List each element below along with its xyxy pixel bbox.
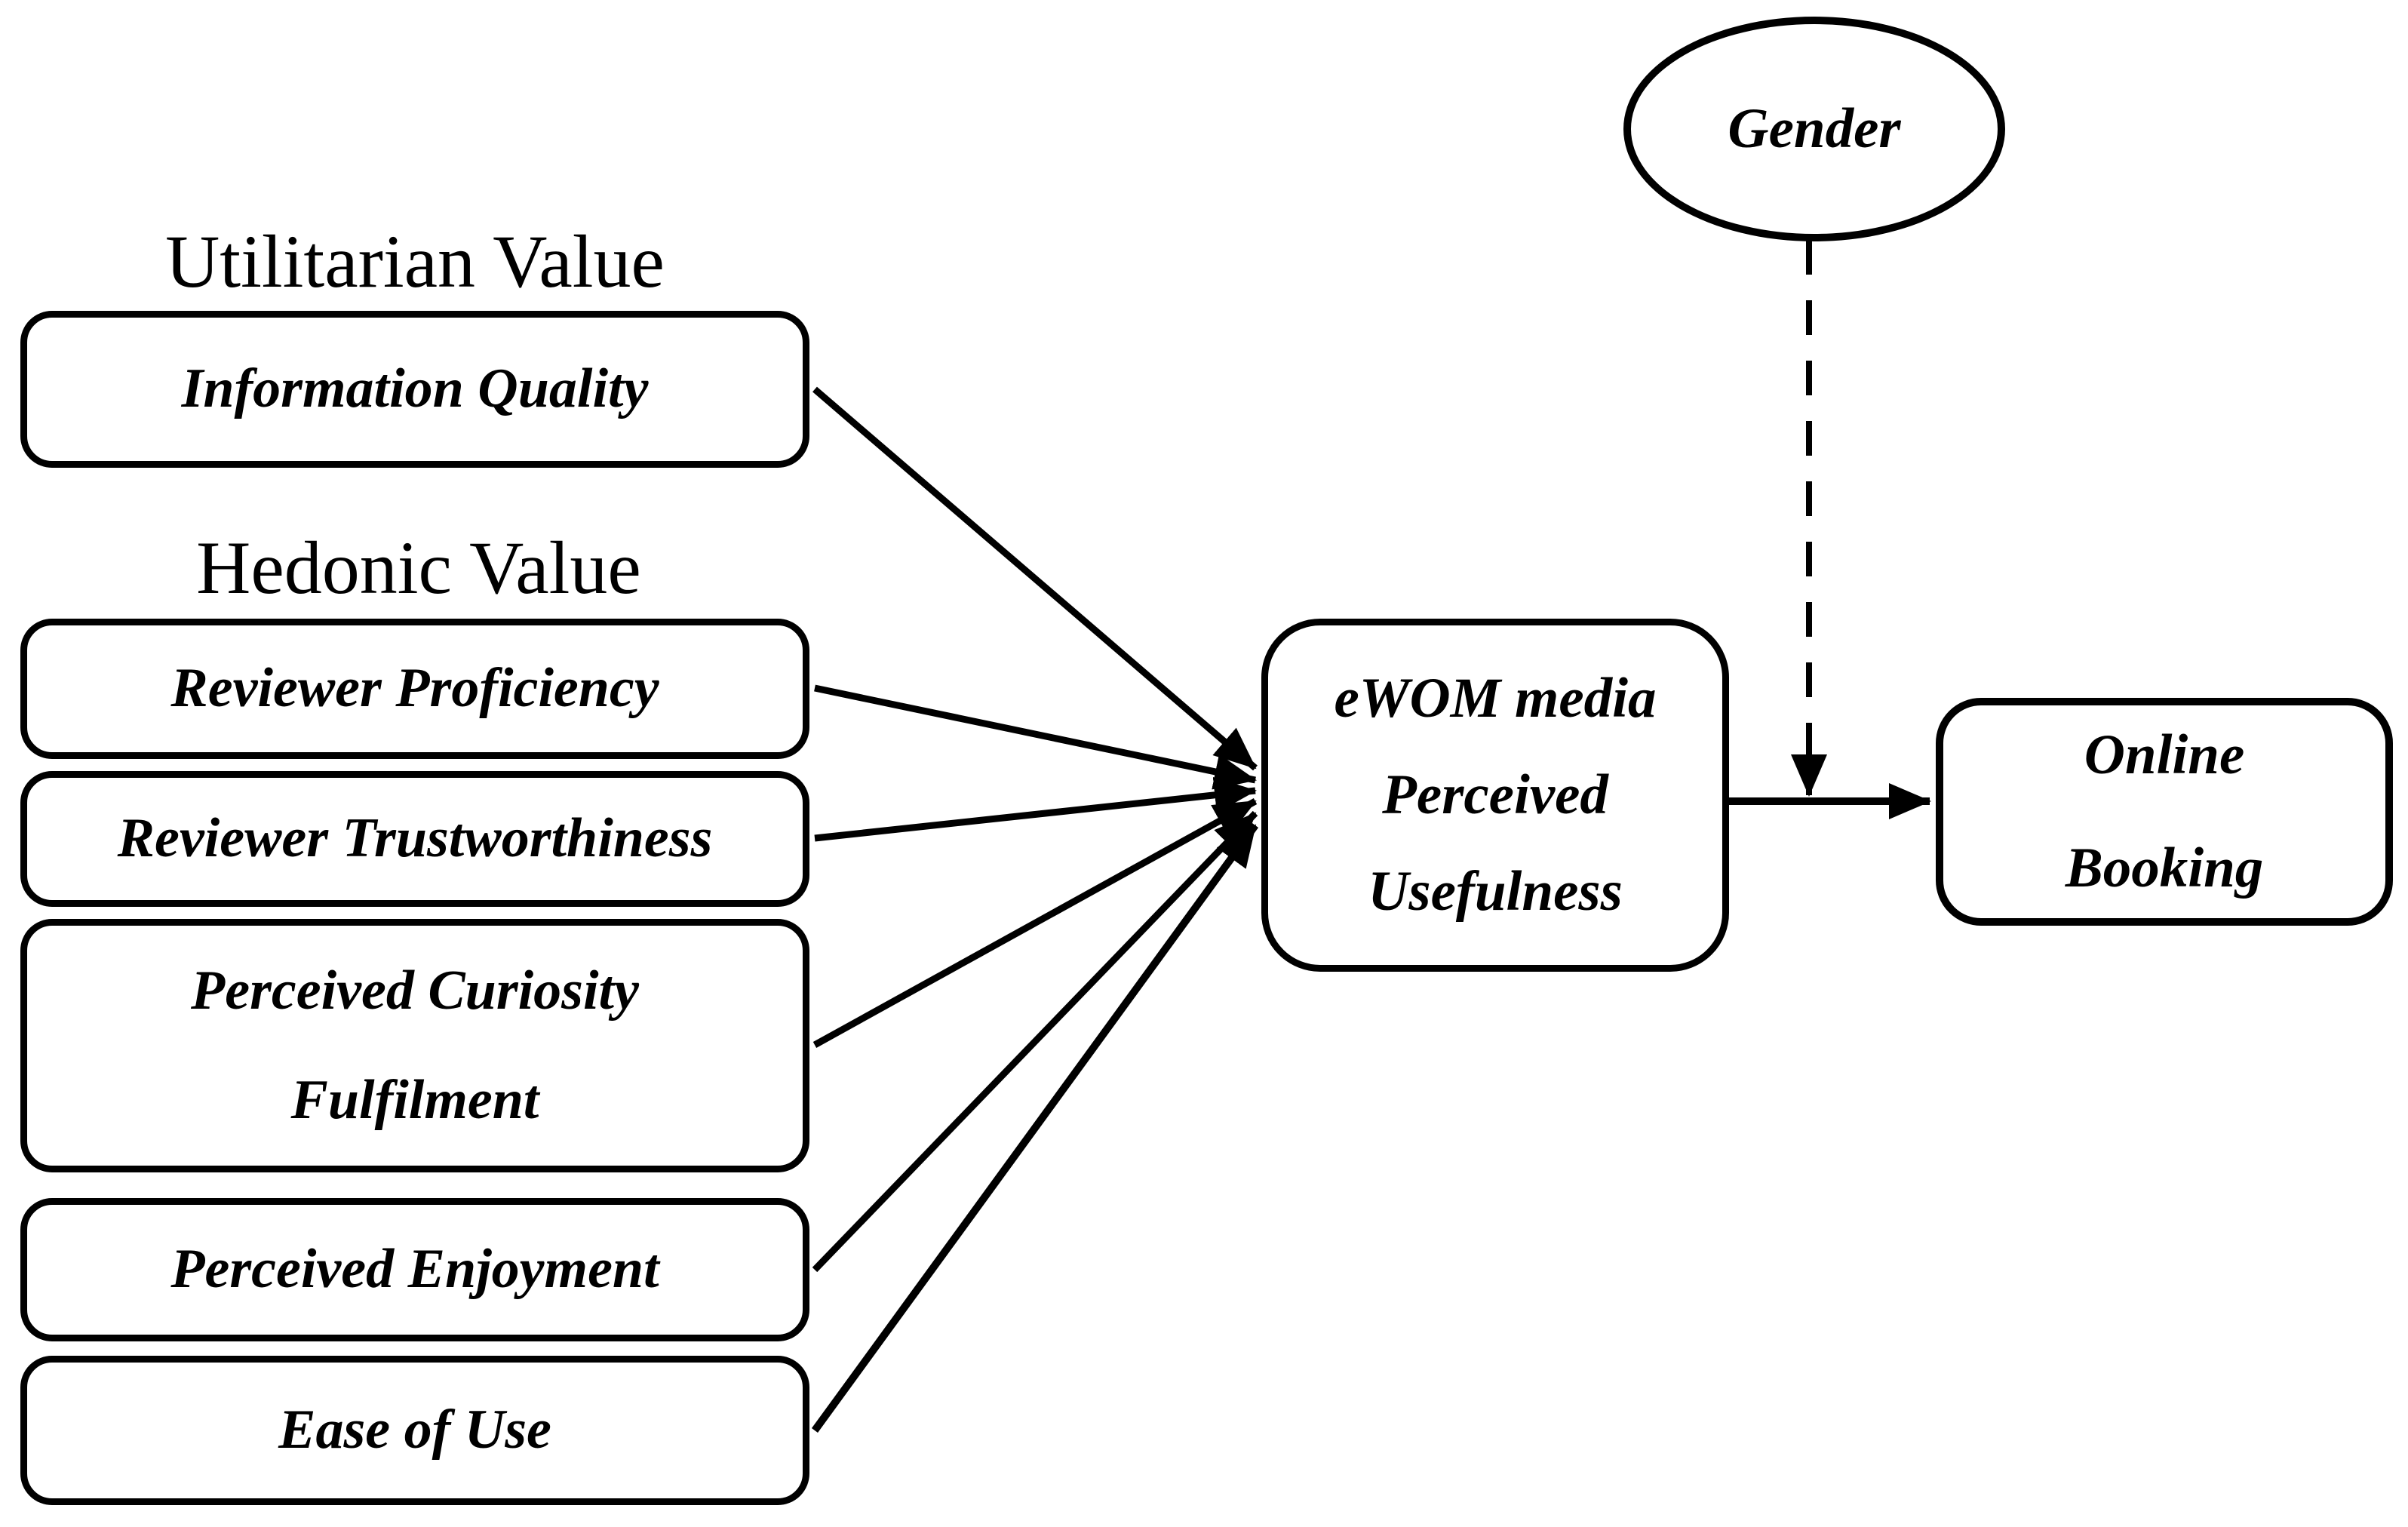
node-label: Gender <box>1728 97 1901 161</box>
node-perceived-enjoyment: Perceived Enjoyment <box>20 1198 809 1341</box>
node-label: Perceived Enjoyment <box>170 1238 659 1301</box>
node-label: Reviewer Trustworthiness <box>117 807 713 870</box>
node-reviewer-proficiency: Reviewer Proficiency <box>20 619 809 759</box>
node-information-quality: Information Quality <box>20 311 809 468</box>
utilitarian-value-label: Utilitarian Value <box>165 220 665 303</box>
node-perceived-curiosity-fulfilment: Perceived Curiosity Fulfilment <box>20 919 809 1172</box>
arrow-perceived-curiosity-to-mediator <box>812 798 1258 1048</box>
arrow-reviewer-proficiency-to-mediator <box>814 684 1257 790</box>
node-label-line3: Usefulness <box>1368 860 1623 923</box>
hedonic-value-label: Hedonic Value <box>196 526 641 610</box>
node-label-line1: Online <box>2084 724 2245 786</box>
arrow-reviewer-trustworthiness-to-mediator <box>814 776 1257 842</box>
arrow-perceived-enjoyment-to-mediator <box>812 810 1258 1273</box>
node-label-line1: eWOM media <box>1334 667 1657 730</box>
node-reviewer-trustworthiness: Reviewer Trustworthiness <box>20 771 809 907</box>
node-ewom-media-perceived-usefulness: eWOM media Perceived Usefulness <box>1261 619 1729 972</box>
node-label: Information Quality <box>181 358 649 420</box>
node-label-line2: Booking <box>2065 837 2264 899</box>
node-gender-ellipse: Gender <box>1623 17 2005 241</box>
node-label-line2: Fulfilment <box>290 1069 539 1131</box>
node-label-line2: Perceived <box>1382 764 1608 826</box>
node-label: Ease of Use <box>278 1399 551 1461</box>
arrow-information-quality-to-mediator <box>812 386 1258 771</box>
node-label-line1: Perceived Curiosity <box>191 960 639 1022</box>
node-ease-of-use: Ease of Use <box>20 1356 809 1505</box>
node-online-booking: Online Booking <box>1936 698 2393 926</box>
node-label: Reviewer Proficiency <box>170 657 659 720</box>
arrow-ease-of-use-to-mediator <box>811 823 1259 1433</box>
